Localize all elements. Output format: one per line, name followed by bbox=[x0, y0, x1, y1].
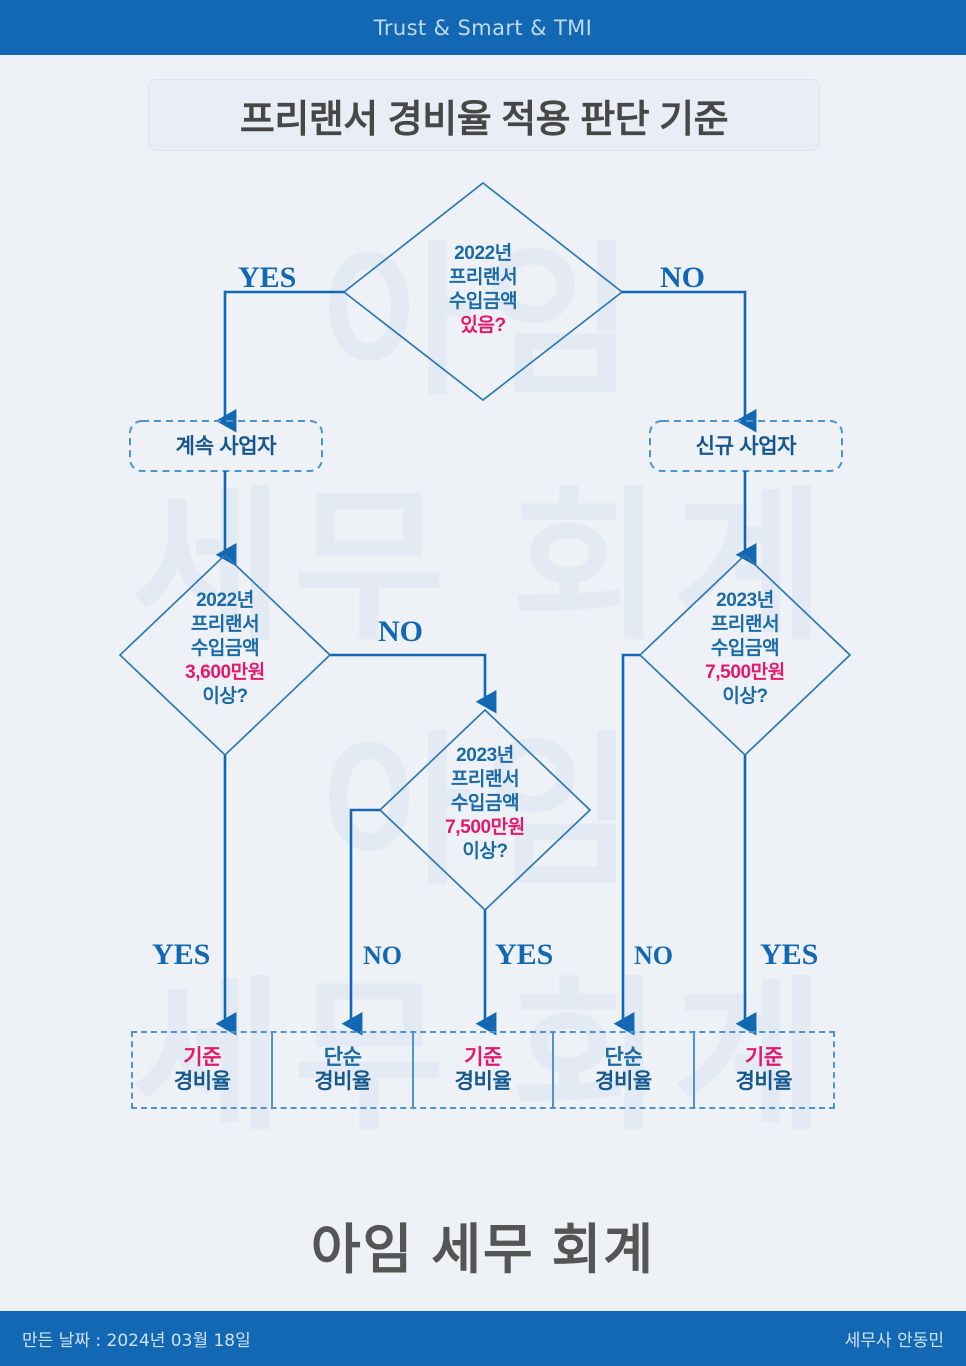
edge-q1-yes bbox=[215, 290, 344, 433]
result-cell-5: 기준 경비율 bbox=[695, 1033, 833, 1107]
result-5-unit: 경비율 bbox=[735, 1070, 793, 1093]
brand-block: 아임 세무 회계 bbox=[0, 1205, 966, 1284]
decision-shape-q3-center bbox=[378, 708, 592, 912]
result-5-kind: 기준 bbox=[744, 1045, 783, 1069]
result-cell-4: 단순 경비율 bbox=[554, 1033, 695, 1107]
decision-shape-q4-right bbox=[638, 553, 852, 757]
header-bar: Trust & Smart & TMI bbox=[0, 0, 966, 55]
edge-q1-no bbox=[622, 290, 757, 433]
result-1-unit: 경비율 bbox=[173, 1070, 231, 1093]
edge-q4-no bbox=[613, 653, 640, 1036]
result-cell-1: 기준 경비율 bbox=[133, 1033, 274, 1107]
result-2-unit: 경비율 bbox=[314, 1070, 371, 1093]
edge-q2-no bbox=[330, 653, 497, 714]
result-4-kind: 단순 bbox=[604, 1045, 643, 1069]
page-title: 프리랜서 경비율 적용 판단 기준 bbox=[239, 98, 729, 141]
header-tagline: Trust & Smart & TMI bbox=[373, 15, 593, 40]
result-cell-2: 단순 경비율 bbox=[273, 1033, 414, 1107]
edge-q3-no bbox=[341, 808, 380, 1036]
result-cell-3: 기준 경비율 bbox=[414, 1033, 555, 1107]
page-title-box: 프리랜서 경비율 적용 판단 기준 bbox=[148, 79, 820, 151]
result-4-unit: 경비율 bbox=[595, 1070, 652, 1093]
footer-created-date: 만든 날짜 : 2024년 03월 18일 bbox=[22, 1331, 251, 1351]
footer-bar: 만든 날짜 : 2024년 03월 18일 세무사 안동민 bbox=[0, 1311, 966, 1366]
brand-name: 아임 세무 회계 bbox=[310, 1220, 656, 1280]
process-shape-continuing bbox=[129, 420, 323, 472]
result-3-unit: 경비율 bbox=[454, 1070, 512, 1093]
result-3-kind: 기준 bbox=[464, 1045, 502, 1069]
results-row: 기준 경비율 단순 경비율 기준 경비율 단순 경비율 기준 경비율 bbox=[131, 1031, 835, 1109]
result-1-kind: 기준 bbox=[183, 1045, 222, 1069]
process-shape-new bbox=[649, 420, 843, 472]
decision-shape-q1 bbox=[342, 181, 624, 402]
result-2-kind: 단순 bbox=[323, 1045, 362, 1069]
footer-author: 세무사 안동민 bbox=[844, 1331, 944, 1351]
decision-shape-q2-left bbox=[118, 553, 332, 757]
